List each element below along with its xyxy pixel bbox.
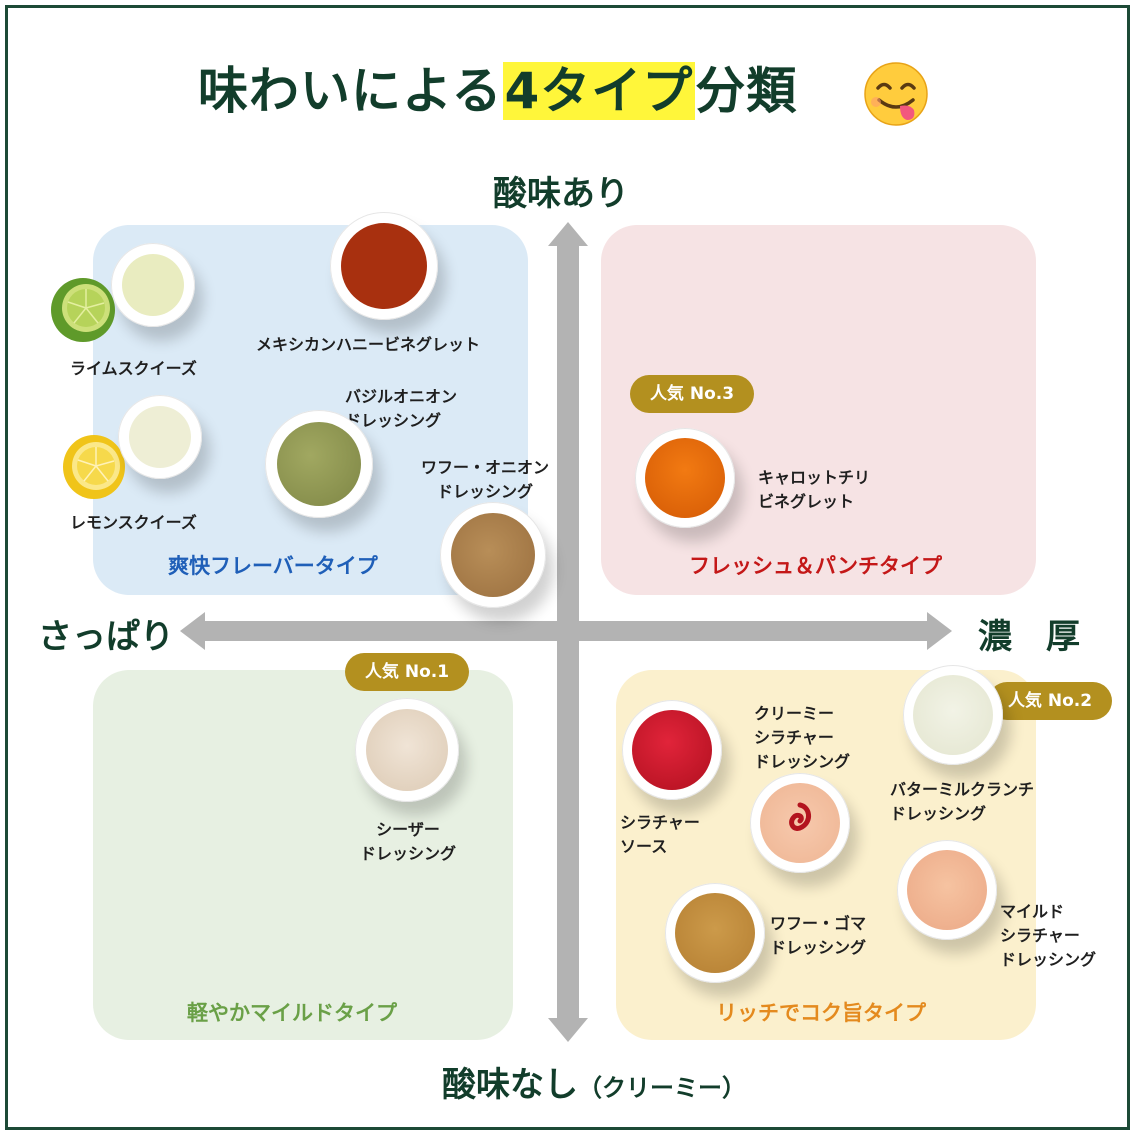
creamy-sriracha-label-line3: ドレッシング bbox=[754, 752, 851, 771]
creamy-sriracha-cup bbox=[750, 773, 850, 873]
wafu-onion-cup bbox=[440, 502, 546, 608]
sriracha-sauce-label-line2: ソース bbox=[620, 837, 668, 856]
mild-sriracha-label-line1: マイルド bbox=[1000, 902, 1065, 921]
axis-label-bottom-sub: （クリーミー） bbox=[578, 1074, 746, 1102]
lime-squeeze-cup bbox=[111, 243, 195, 327]
wafu-onion-label: ワフー・オニオンドレッシング bbox=[421, 456, 549, 504]
caesar-label-line2: ドレッシング bbox=[360, 844, 457, 863]
carrot-chili-label-line1: キャロットチリ bbox=[758, 468, 871, 487]
creamy-sriracha-label-line1: クリーミー bbox=[754, 704, 835, 723]
basil-onion-label-line2: ドレッシング bbox=[345, 411, 442, 430]
wafu-goma-label-line2: ドレッシング bbox=[770, 938, 867, 957]
popularity-badge-no2: 人気 No.2 bbox=[988, 682, 1112, 720]
wafu-goma-label: ワフー・ゴマドレッシング bbox=[770, 912, 866, 960]
caesar-dressing-cup bbox=[355, 698, 459, 802]
sriracha-sauce-cup bbox=[622, 700, 722, 800]
lime-icon bbox=[51, 278, 115, 342]
basil-onion-label-line1: バジルオニオン bbox=[345, 387, 458, 406]
buttermilk-ranch-cup bbox=[903, 665, 1003, 765]
lemon-squeeze-cup bbox=[118, 395, 202, 479]
quadrant-title-rich-savory: リッチでコク旨タイプ bbox=[716, 1001, 926, 1025]
mexican-honey-vinaigrette-label: メキシカンハニービネグレット bbox=[256, 335, 481, 354]
basil-onion-cup bbox=[265, 410, 373, 518]
title-highlight: 4タイプ bbox=[502, 62, 696, 120]
axis-label-top: 酸味あり bbox=[493, 174, 629, 214]
lime-squeeze-label: ライムスクイーズ bbox=[70, 359, 197, 378]
creamy-sriracha-label-line2: シラチャー bbox=[754, 728, 834, 747]
mild-sriracha-label-line3: ドレッシング bbox=[1000, 950, 1097, 969]
quadrant-title-refreshing-flavor: 爽快フレーバータイプ bbox=[168, 554, 378, 578]
mild-sriracha-label: マイルドシラチャードレッシング bbox=[1000, 900, 1096, 972]
page-title: 味わいによる4タイプ分類 bbox=[198, 56, 797, 126]
creamy-sriracha-label: クリーミーシラチャードレッシング bbox=[754, 702, 850, 774]
axis-label-bottom-main: 酸味なし bbox=[442, 1065, 578, 1105]
popularity-badge-no1: 人気 No.1 bbox=[345, 653, 469, 691]
sriracha-swirl-icon bbox=[789, 802, 811, 831]
sriracha-sauce-label: シラチャーソース bbox=[620, 811, 700, 859]
wafu-onion-label-line2: ドレッシング bbox=[437, 482, 534, 501]
axis-label-right: 濃 厚 bbox=[978, 617, 1080, 657]
title-suffix: 分類 bbox=[695, 62, 798, 120]
carrot-chili-vinaigrette-label: キャロットチリビネグレット bbox=[758, 466, 870, 514]
basil-onion-label: バジルオニオンドレッシング bbox=[345, 385, 457, 433]
wafu-goma-label-line1: ワフー・ゴマ bbox=[770, 914, 867, 933]
axis-label-bottom: 酸味なし（クリーミー） bbox=[442, 1057, 746, 1106]
wafu-goma-cup bbox=[665, 883, 765, 983]
caesar-label-line1: シーザー bbox=[376, 820, 440, 839]
sriracha-sauce-label-line1: シラチャー bbox=[620, 813, 700, 832]
mexican-honey-vinaigrette-cup bbox=[330, 212, 438, 320]
buttermilk-ranch-label-line1: バターミルクランチ bbox=[890, 780, 1035, 799]
popularity-badge-no3: 人気 No.3 bbox=[630, 375, 754, 413]
caesar-dressing-label: シーザードレッシング bbox=[360, 818, 456, 866]
buttermilk-ranch-label: バターミルクランチドレッシング bbox=[890, 778, 1034, 826]
title-prefix: 味わいによる bbox=[198, 62, 503, 120]
quadrant-title-light-mild: 軽やかマイルドタイプ bbox=[187, 1001, 397, 1025]
mild-sriracha-label-line2: シラチャー bbox=[1000, 926, 1080, 945]
lemon-icon bbox=[63, 435, 125, 499]
carrot-chili-label-line2: ビネグレット bbox=[758, 492, 855, 511]
face-savoring-food-icon bbox=[864, 62, 928, 126]
buttermilk-ranch-label-line2: ドレッシング bbox=[890, 804, 987, 823]
mild-sriracha-cup bbox=[897, 840, 997, 940]
quadrant-title-fresh-punch: フレッシュ＆パンチタイプ bbox=[689, 554, 943, 578]
wafu-onion-label-line1: ワフー・オニオン bbox=[421, 458, 550, 477]
carrot-chili-vinaigrette-cup bbox=[635, 428, 735, 528]
axis-label-left: さっぱり bbox=[38, 617, 174, 657]
lemon-squeeze-label: レモンスクイーズ bbox=[70, 513, 197, 532]
